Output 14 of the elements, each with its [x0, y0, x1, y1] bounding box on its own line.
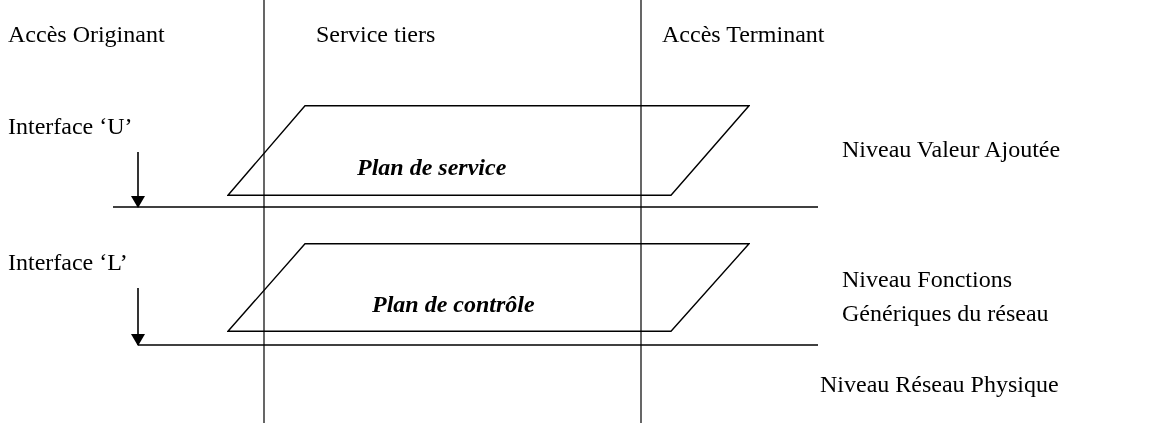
- arrow: [131, 287, 145, 346]
- column-heading: Accès Terminant: [662, 20, 826, 48]
- interface-label: Interface ‘L’: [8, 248, 128, 276]
- plane-parallelogram: [227, 105, 750, 196]
- level-label: Niveau Fonctions Génériques du réseau: [842, 265, 1050, 328]
- plane-title: Plan de contrôle: [372, 290, 535, 318]
- column-heading: Service tiers: [316, 20, 437, 48]
- plane-title: Plan de service: [357, 153, 507, 181]
- plane-parallelogram: [227, 243, 750, 332]
- column-heading: Accès Originant: [8, 20, 166, 48]
- arrow: [131, 151, 145, 208]
- level-label: Niveau Valeur Ajoutée: [842, 135, 1062, 163]
- level-label: Niveau Réseau Physique: [820, 370, 1060, 398]
- interface-label: Interface ‘U’: [8, 112, 133, 140]
